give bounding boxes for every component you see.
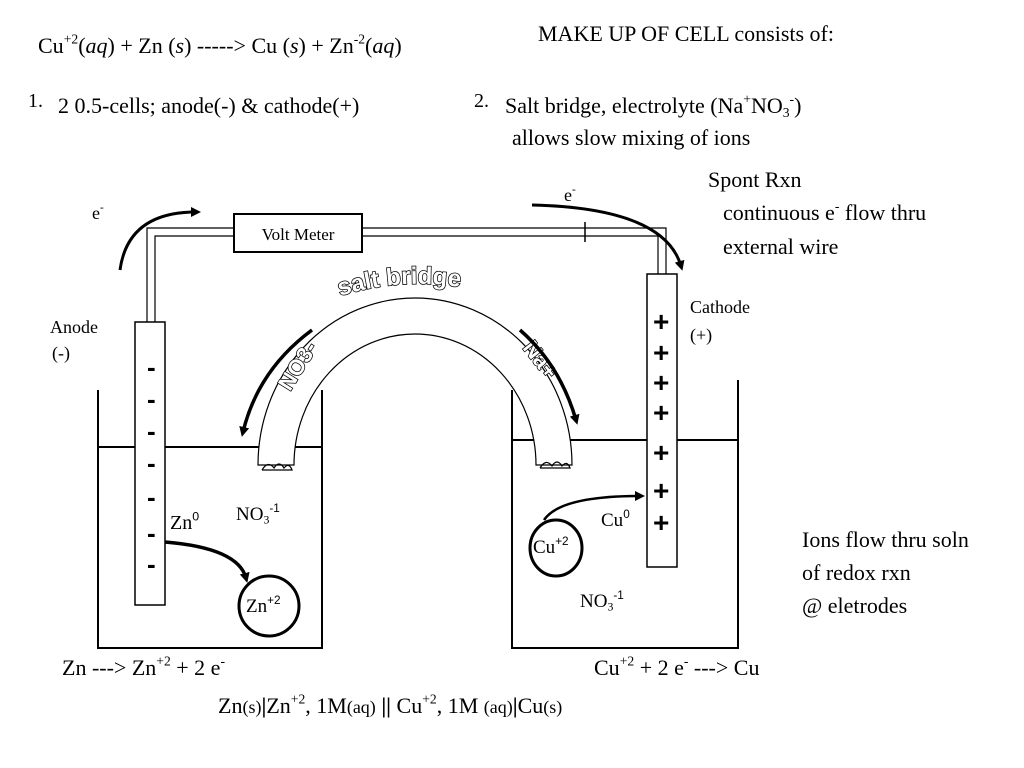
ions-note-line2: of redox rxn bbox=[802, 560, 911, 585]
salt-bridge-plug-right bbox=[539, 461, 571, 469]
cu-metal-label: Cu0 bbox=[601, 507, 630, 531]
salt-bridge bbox=[257, 297, 573, 466]
cathode-sign: + bbox=[653, 337, 670, 368]
anode-label: Anode bbox=[50, 317, 98, 337]
cathode-sign: + bbox=[653, 397, 670, 428]
anode-sign: - bbox=[147, 482, 156, 512]
anode-sign: - bbox=[147, 384, 156, 414]
left-nitrate-label: NO3-1 bbox=[236, 501, 280, 527]
left-beaker bbox=[97, 390, 323, 649]
cu-ion-circle bbox=[528, 518, 584, 578]
makeup-item1-number: 1. bbox=[28, 90, 43, 112]
ions-note-line3: @ eletrodes bbox=[802, 593, 908, 618]
cell-notation: Zn(s)|Zn+2, 1M(aq) || Cu+2, 1M (aq)|Cu(s… bbox=[218, 691, 563, 718]
anode-polarity: (-) bbox=[52, 343, 70, 363]
overall-reaction: Cu+2(aq) + Zn (s) -----> Cu (s) + Zn-2(a… bbox=[38, 31, 402, 58]
cathode-sign: + bbox=[653, 507, 670, 538]
left-wire bbox=[146, 227, 233, 322]
makeup-title: MAKE UP OF CELL consists of: bbox=[538, 21, 834, 46]
cathode-half-reaction: Cu+2 + 2 e- ---> Cu bbox=[594, 653, 760, 680]
anode-sign: - bbox=[147, 448, 156, 478]
volt-meter: Volt Meter bbox=[233, 213, 363, 253]
zn-oxidation-arrow bbox=[164, 540, 250, 583]
zn-ion-circle bbox=[237, 574, 301, 638]
cathode-electrode bbox=[646, 273, 678, 568]
cathode-sign: + bbox=[653, 367, 670, 398]
anode-sign: - bbox=[147, 518, 156, 548]
right-nitrate-label: NO3-1 bbox=[580, 588, 624, 614]
ions-note-line1: Ions flow thru soln bbox=[802, 527, 969, 552]
electron-label-left: e- bbox=[92, 202, 104, 223]
anode-sign: - bbox=[147, 416, 156, 446]
zn-metal-label: Zn0 bbox=[170, 509, 200, 534]
anode-sign: - bbox=[147, 352, 156, 382]
svg-text:salt bridge: salt bridge bbox=[334, 263, 463, 302]
cu-ion-label: Cu+2 bbox=[533, 534, 569, 558]
makeup-item2-line2: allows slow mixing of ions bbox=[512, 125, 751, 150]
anode-sign: - bbox=[147, 549, 156, 579]
right-beaker bbox=[511, 380, 739, 649]
cathode-label: Cathode bbox=[690, 297, 750, 317]
spont-line2: continuous e- flow thru bbox=[723, 198, 927, 225]
zn-ion-label: Zn+2 bbox=[246, 593, 281, 617]
makeup-item2-number: 2. bbox=[474, 90, 489, 112]
salt-bridge-label: salt bridge bbox=[334, 262, 464, 303]
makeup-item1-text: 2 0.5-cells; anode(-) & cathode(+) bbox=[58, 93, 360, 118]
spont-line3: external wire bbox=[723, 234, 839, 259]
volt-meter-label: Volt Meter bbox=[261, 225, 335, 244]
anion-flow-arrow bbox=[239, 328, 314, 437]
cation-flow-arrow bbox=[518, 328, 580, 425]
cathode-sign: + bbox=[653, 437, 670, 468]
salt-bridge-plug-left bbox=[261, 463, 293, 471]
cu-reduction-arrow bbox=[542, 491, 645, 521]
anode-electrode bbox=[134, 321, 166, 606]
spont-title: Spont Rxn bbox=[708, 167, 802, 192]
anode-half-reaction: Zn ---> Zn+2 + 2 e- bbox=[62, 653, 225, 680]
cathode-sign: + bbox=[653, 475, 670, 506]
electron-arrow-left bbox=[118, 207, 201, 271]
cathode-polarity: (+) bbox=[690, 325, 713, 345]
makeup-item2-line1: Salt bridge, electrolyte (Na+NO3-) bbox=[505, 91, 802, 121]
electron-arrow-right bbox=[531, 203, 685, 271]
cathode-sign: + bbox=[653, 306, 670, 337]
electron-label-right: e- bbox=[564, 184, 576, 205]
